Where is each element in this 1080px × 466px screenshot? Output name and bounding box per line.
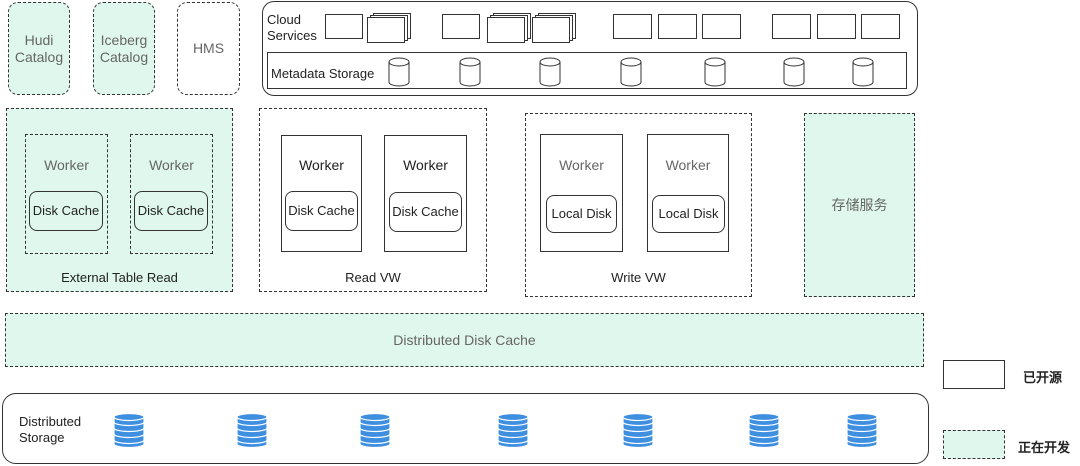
service-box (613, 14, 652, 39)
disk-cache-box: Disk Cache (29, 191, 103, 231)
hudi-catalog-box: Hudi Catalog (8, 2, 70, 95)
metadata-db-icon (852, 57, 874, 87)
cloud-services-panel: Cloud Services Metadata Storage (262, 1, 918, 96)
local-disk-box: Local Disk (652, 195, 725, 233)
external-table-read-group: Worker Disk Cache Worker Disk Cache Exte… (6, 108, 233, 292)
disk-cache-box: Disk Cache (389, 192, 462, 232)
local-disk-box: Local Disk (546, 195, 617, 233)
worker-box: Worker Disk Cache (25, 134, 108, 254)
read-vw-group: Worker Disk Cache Worker Disk Cache Read… (259, 108, 487, 292)
legend-open-sourced-swatch (943, 360, 1005, 389)
metadata-db-icon (783, 57, 805, 87)
group-title: Read VW (345, 270, 401, 285)
metadata-db-icon (620, 57, 642, 87)
distributed-disk-cache-bar: Distributed Disk Cache (5, 313, 924, 367)
storage-db-icon (748, 412, 780, 448)
worker-label: Worker (665, 157, 711, 173)
storage-service-box: 存储服务 (804, 113, 915, 297)
worker-box: Worker Local Disk (540, 134, 623, 252)
metadata-db-icon (539, 57, 561, 87)
group-title: External Table Read (61, 270, 178, 285)
disk-cache-box: Disk Cache (134, 191, 208, 231)
storage-db-icon (497, 412, 529, 448)
distributed-storage-label: Distributed Storage (19, 414, 82, 445)
worker-label: Worker (403, 157, 448, 173)
storage-db-icon (622, 412, 654, 448)
storage-db-icon (113, 412, 145, 448)
worker-label: Worker (559, 157, 604, 173)
metadata-storage-label: Metadata Storage (271, 66, 375, 81)
write-vw-group: Worker Local Disk Worker Local Disk Writ… (525, 113, 752, 297)
service-box (772, 14, 811, 39)
service-box (442, 14, 480, 39)
iceberg-catalog-box: Iceberg Catalog (93, 2, 155, 95)
worker-box: Worker Local Disk (647, 134, 729, 252)
metadata-db-icon (459, 57, 481, 87)
metadata-storage-strip: Metadata Storage (267, 52, 907, 89)
distributed-storage-panel: Distributed Storage (2, 393, 929, 464)
worker-box: Worker Disk Cache (130, 134, 213, 254)
metadata-db-icon (388, 57, 410, 87)
legend-open-sourced-label: 已开源 (1023, 370, 1063, 385)
service-box (658, 14, 697, 39)
disk-cache-box: Disk Cache (285, 191, 358, 231)
storage-db-icon (846, 412, 878, 448)
worker-label: Worker (44, 157, 89, 173)
hms-box: HMS (177, 2, 240, 95)
worker-label: Worker (299, 157, 344, 173)
service-box (817, 14, 856, 39)
storage-db-icon (359, 412, 391, 448)
worker-box: Worker Disk Cache (384, 135, 467, 252)
service-box (861, 14, 900, 39)
service-box (702, 14, 741, 39)
metadata-db-icon (704, 57, 726, 87)
cloud-services-label: Cloud Services (267, 12, 317, 43)
worker-label: Worker (149, 157, 194, 173)
legend-in-development-label: 正在开发 (1018, 440, 1071, 455)
worker-box: Worker Disk Cache (281, 135, 362, 252)
legend-in-development-swatch (943, 430, 1005, 459)
storage-db-icon (236, 412, 268, 448)
group-title: Write VW (611, 270, 666, 285)
service-box (325, 14, 363, 39)
